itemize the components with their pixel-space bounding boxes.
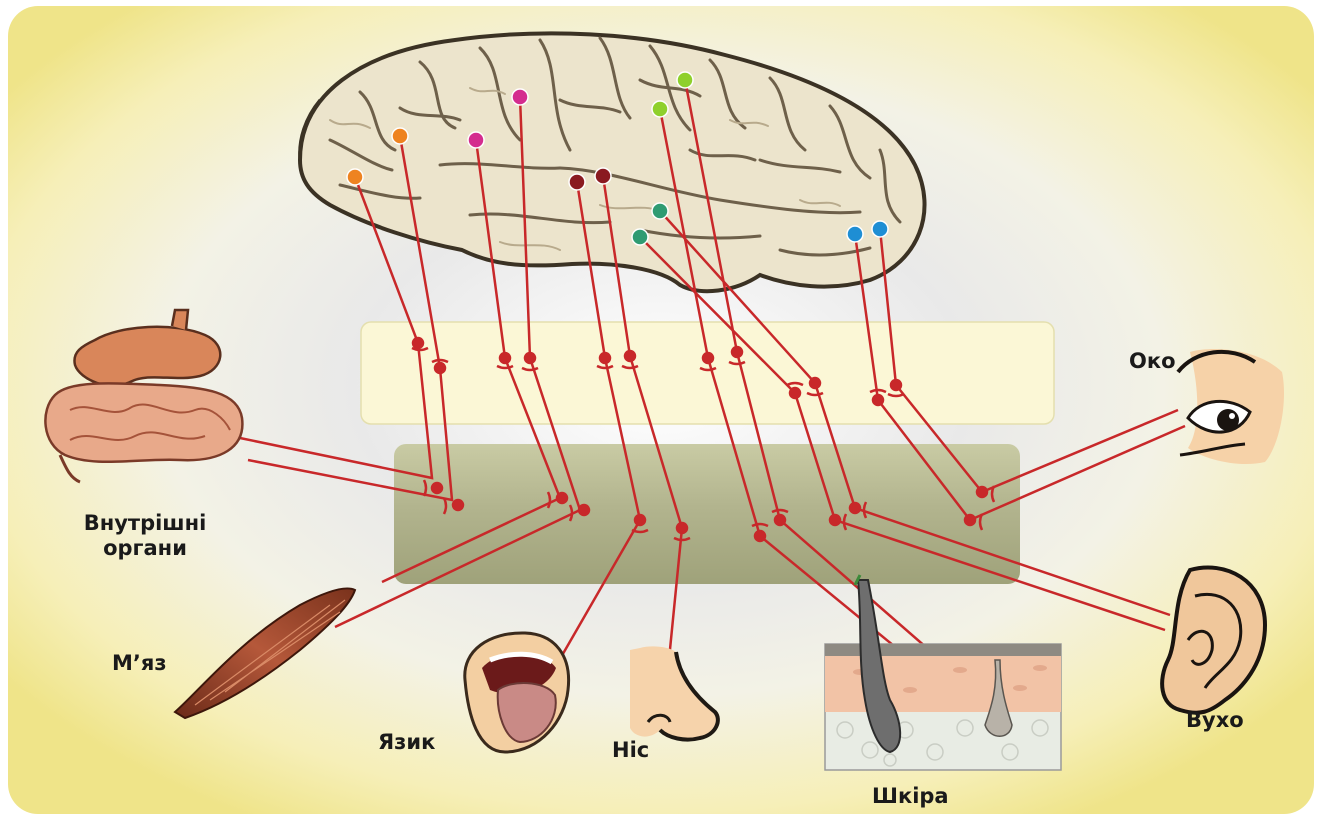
- ear-label: Вухо: [1186, 708, 1244, 733]
- tongue-label: Язик: [378, 730, 435, 755]
- lower-relay-band: [394, 444, 1020, 584]
- upper-relay-band: [361, 322, 1054, 424]
- nose-label: Ніс: [612, 738, 649, 763]
- muscle-label: М’яз: [112, 651, 167, 676]
- eye-label: Око: [1129, 349, 1176, 374]
- skin-label: Шкіра: [872, 784, 949, 809]
- internal-organs-label: Внутрішні органи: [60, 511, 230, 561]
